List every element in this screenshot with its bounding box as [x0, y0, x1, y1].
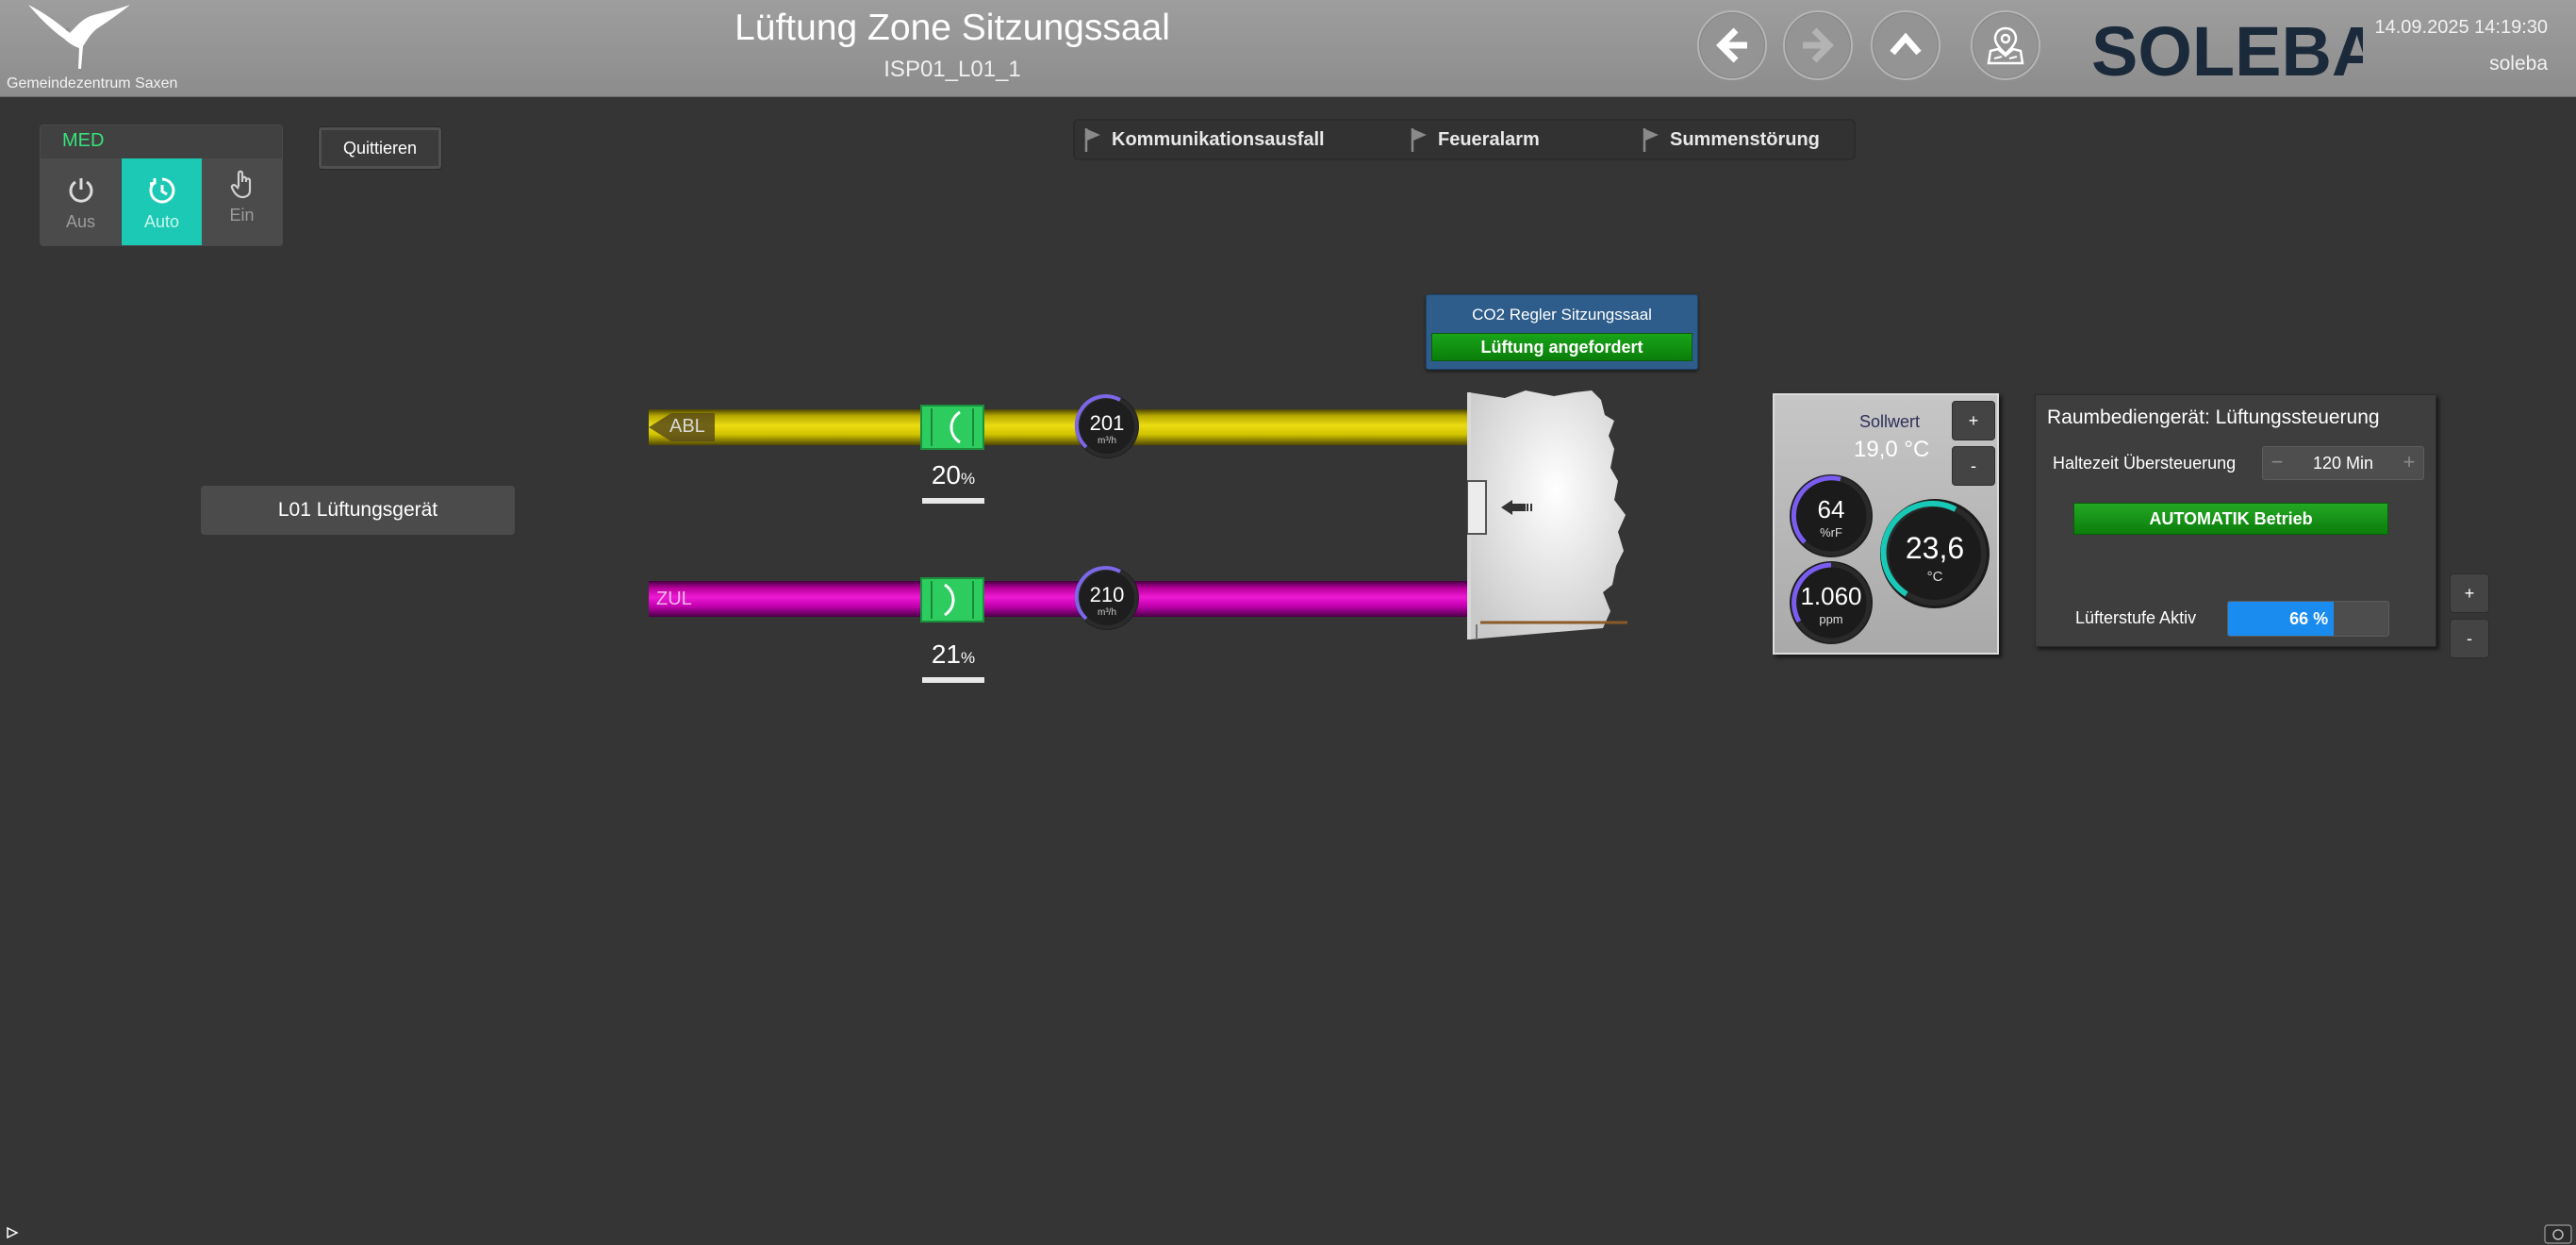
alarm-summary[interactable]: Summenstörung	[1643, 126, 1820, 153]
co2-controller-status: Lüftung angefordert	[1431, 333, 1693, 361]
mode-on-label: Ein	[229, 206, 255, 224]
mode-on-button[interactable]: Ein	[202, 158, 282, 245]
fan-stage-bar: 66 %	[2227, 601, 2389, 637]
page-title: Lüftung Zone Sitzungssaal	[735, 8, 1170, 48]
supply-air-label: ZUL	[656, 589, 692, 609]
supply-damper-bar	[922, 677, 984, 683]
screen-icon[interactable]	[2544, 1223, 2572, 1244]
datetime: 14.09.2025 14:19:30	[2374, 17, 2548, 38]
mode-label: MED	[62, 130, 105, 151]
mode-auto-label: Auto	[143, 212, 180, 231]
exhaust-damper-value: 20%	[931, 460, 976, 490]
damper-icon	[931, 581, 974, 619]
exhaust-flow-gauge: 201 m³/h	[1073, 392, 1141, 460]
play-icon[interactable]	[6, 1226, 19, 1239]
hold-time-plus-button[interactable]: +	[2403, 450, 2416, 473]
automatic-mode-button[interactable]: AUTOMATIK Betrieb	[2073, 503, 2388, 535]
exhaust-flow-unit: m³/h	[1098, 436, 1116, 446]
alarm-summary-label: Summenstörung	[1670, 128, 1820, 150]
temperature-value: 23,6	[1905, 531, 1965, 565]
supply-flow-gauge: 210 m³/h	[1073, 564, 1141, 632]
air-inlet-arrow-icon	[1501, 500, 1526, 515]
mode-auto-button[interactable]: Auto	[122, 158, 202, 245]
humidity-value: 64	[1817, 495, 1845, 523]
co2-controller-box[interactable]: CO2 Regler Sitzungssaal Lüftung angeford…	[1426, 294, 1698, 370]
room-sensor-panel: Sollwert 19,0 °C + - 64 %rF 1.060 ppm 23…	[1773, 393, 1999, 655]
alarm-communication-label: Kommunikationsausfall	[1112, 128, 1325, 150]
quit-button[interactable]: Quittieren	[318, 126, 442, 170]
supply-air-duct	[649, 581, 1471, 617]
header-bar: Gemeindezentrum Saxen Lüftung Zone Sitzu…	[0, 0, 2576, 97]
mode-off-label: Aus	[65, 212, 96, 231]
humidity-unit: %rF	[1820, 525, 1842, 540]
mode-panel: MED Aus Auto Ein	[40, 124, 283, 246]
ventilation-unit-button[interactable]: L01 Lüftungsgerät	[201, 486, 515, 535]
flow-gauge-ring	[1074, 394, 1139, 458]
alarm-bar: Kommunikationsausfall Feueralarm Summens…	[1075, 121, 1854, 158]
page-subtitle: ISP01_L01_1	[883, 57, 1021, 82]
setpoint-minus-button[interactable]: -	[1952, 446, 1995, 486]
humidity-gauge: 64 %rF	[1788, 473, 1874, 559]
alarm-fire[interactable]: Feueralarm	[1411, 126, 1540, 153]
supply-flow-value: 210	[1089, 583, 1125, 606]
flow-gauge-ring	[1074, 566, 1139, 630]
co2-controller-title: CO2 Regler Sitzungssaal	[1472, 306, 1652, 324]
damper-icon	[931, 408, 974, 446]
fan-stage-value: 66 %	[2289, 609, 2329, 628]
brand-text: SOLEBA	[2091, 12, 2363, 91]
exhaust-air-label: ABL	[669, 416, 705, 437]
setpoint-value: 19,0 °C	[1854, 437, 1930, 462]
room-control-title: Raumbediengerät: Lüftungssteuerung	[2047, 407, 2380, 428]
temperature-ring	[1880, 499, 1990, 608]
temperature-unit: °C	[1926, 569, 1943, 585]
map-button[interactable]	[1971, 10, 2040, 80]
flag-icon	[1084, 128, 1100, 152]
hand-icon	[230, 170, 251, 199]
supply-damper[interactable]	[920, 577, 984, 622]
fan-plus-button[interactable]: +	[2450, 573, 2489, 613]
arrow-left-icon	[1716, 27, 1747, 63]
fan-stage-fill	[2228, 602, 2335, 636]
exhaust-damper[interactable]	[920, 405, 984, 450]
forward-button[interactable]	[1783, 10, 1853, 80]
room-control-panel: Raumbediengerät: Lüftungssteuerung Halte…	[2035, 394, 2436, 647]
exhaust-damper-bar	[922, 498, 984, 504]
co2-ring	[1790, 561, 1873, 644]
soleba-logo: SOLEBA	[2091, 12, 2363, 91]
hold-time-stepper[interactable]: − 120 Min +	[2262, 446, 2424, 480]
up-button[interactable]	[1871, 10, 1940, 80]
fan-minus-button[interactable]: -	[2450, 619, 2489, 658]
exhaust-air-duct	[649, 409, 1471, 445]
exhaust-flow-value: 201	[1089, 411, 1125, 435]
hold-time-label: Haltezeit Übersteuerung	[2053, 454, 2237, 473]
alarm-fire-label: Feueralarm	[1438, 128, 1540, 150]
map-pin-icon	[1987, 26, 2024, 65]
setpoint-plus-button[interactable]: +	[1952, 401, 1995, 440]
alarm-communication[interactable]: Kommunikationsausfall	[1084, 126, 1325, 153]
back-button[interactable]	[1697, 10, 1767, 80]
mode-off-button[interactable]: Aus	[41, 158, 121, 245]
co2-unit: ppm	[1819, 612, 1843, 626]
room-illustration	[1467, 390, 1627, 639]
supply-damper-value: 21%	[931, 639, 976, 669]
co2-gauge: 1.060 ppm	[1788, 559, 1874, 646]
flag-icon	[1643, 128, 1659, 152]
auto-clock-icon	[148, 177, 174, 204]
setpoint-label: Sollwert	[1859, 412, 1921, 431]
site-name: Gemeindezentrum Saxen	[7, 75, 178, 91]
flag-icon	[1411, 128, 1427, 152]
temperature-gauge: 23,6 °C	[1878, 497, 1991, 610]
crane-logo-icon	[28, 5, 130, 69]
co2-value: 1.060	[1800, 582, 1862, 610]
power-icon	[69, 178, 92, 203]
user-name: soleba	[2489, 53, 2548, 75]
exhaust-arrow-icon	[649, 413, 715, 441]
fan-stage-label: Lüfterstufe Aktiv	[2075, 608, 2197, 627]
hold-time-value: 120 Min	[2312, 454, 2374, 473]
supply-flow-unit: m³/h	[1098, 607, 1116, 618]
arrow-right-icon	[1803, 27, 1834, 63]
hold-time-minus-button[interactable]: −	[2271, 450, 2284, 473]
chevron-up-icon	[1890, 32, 1922, 56]
humidity-ring	[1790, 474, 1873, 557]
